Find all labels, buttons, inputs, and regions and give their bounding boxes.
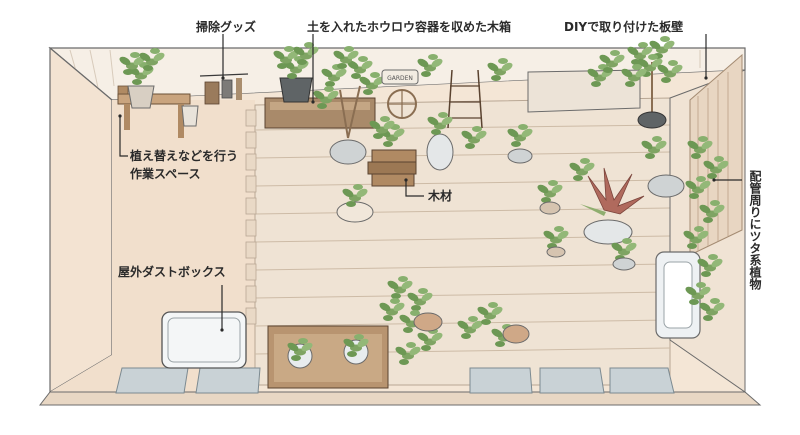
label-ivy-pipes: 配管周りにツタ系植物 <box>748 170 762 290</box>
leader-dots <box>118 76 716 332</box>
back-wooden-crate <box>264 97 376 129</box>
deck-edge <box>245 109 257 325</box>
left-wall <box>49 46 113 394</box>
leader-lines <box>119 34 742 330</box>
label-cleaning-goods: 掃除グッズ <box>196 20 257 34</box>
work-table <box>117 85 191 138</box>
leader-wood <box>405 180 424 197</box>
back-right-tree <box>620 36 684 129</box>
back-counter <box>527 50 641 113</box>
table-plant <box>118 48 166 109</box>
small-pots-right <box>542 136 685 271</box>
enamel-pot-center <box>426 112 454 171</box>
leader-work-space <box>119 116 128 157</box>
label-outdoor-dust-box: 屋外ダストボックス <box>118 265 226 279</box>
label-work-space-line2: 作業スペース <box>130 167 201 181</box>
label-wood: 木材 <box>428 189 453 203</box>
utility-unit-inner <box>663 261 693 329</box>
garden-sign-text: GARDEN <box>387 75 413 82</box>
garden-sign: GARDEN <box>381 69 419 85</box>
pot-cluster-center <box>460 124 596 215</box>
wood-crates-stack <box>367 116 417 187</box>
label-work-space-line1: 植え替えなどを行う <box>130 149 239 163</box>
front-edge <box>38 391 762 406</box>
drain-mats <box>115 367 675 394</box>
potted-tree <box>312 46 386 165</box>
outdoor-dust-box <box>161 311 247 369</box>
flower-pot <box>336 184 374 223</box>
agave-plant <box>580 167 645 245</box>
label-enamel-crate: 土を入れたホウロウ容器を収めた木箱 <box>307 20 512 34</box>
large-pot-back <box>272 42 320 103</box>
wheel-decor <box>387 89 417 119</box>
trailing-plants-front <box>378 276 530 365</box>
cleaning-tools <box>181 73 249 127</box>
label-diy-board-wall: DIYで取り付けた板壁 <box>564 20 684 34</box>
front-planter-box <box>267 325 389 389</box>
